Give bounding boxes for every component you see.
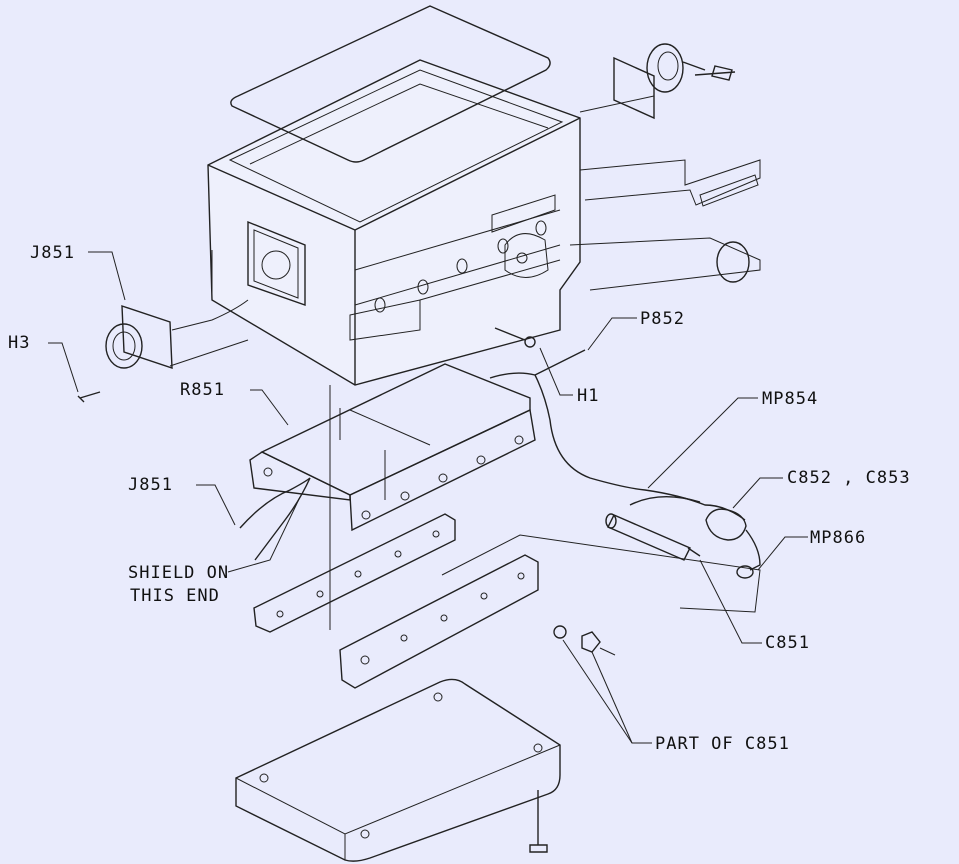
j851-connector	[105, 299, 249, 369]
h3-screw	[77, 391, 101, 403]
label-mp854: MP854	[762, 389, 818, 409]
mp866-lug	[736, 565, 754, 579]
h1-screw	[494, 327, 526, 341]
leader-lines	[48, 251, 808, 744]
base-plate	[235, 678, 561, 862]
nut	[581, 631, 601, 653]
label-h1: H1	[577, 386, 599, 406]
housing-body	[207, 59, 581, 386]
label-r851: R851	[180, 380, 225, 400]
right-outline-parts	[569, 159, 761, 291]
wiring	[239, 349, 761, 571]
standoff-bar-lower	[339, 554, 539, 689]
label-shield-line1: SHIELD ON	[128, 563, 229, 583]
c852-c853-capacitor	[705, 508, 747, 541]
green-bracket	[249, 408, 536, 532]
label-c852-c853: C852 , C853	[787, 468, 911, 488]
washer	[553, 625, 567, 639]
label-c851: C851	[765, 633, 810, 653]
label-p852: P852	[640, 309, 685, 329]
label-part-of-c851: PART OF C851	[655, 734, 790, 754]
label-j851-top: J851	[30, 243, 75, 263]
standoff-bar-upper	[253, 513, 456, 633]
rear-connector-top	[579, 43, 736, 120]
label-j851-bottom: J851	[128, 475, 173, 495]
top-cover-plate	[230, 5, 551, 163]
label-h3: H3	[8, 333, 30, 353]
c851-capacitor	[605, 513, 701, 561]
guide-lines	[329, 385, 386, 630]
label-shield-line2: THIS END	[130, 586, 220, 606]
label-mp866: MP866	[810, 528, 866, 548]
